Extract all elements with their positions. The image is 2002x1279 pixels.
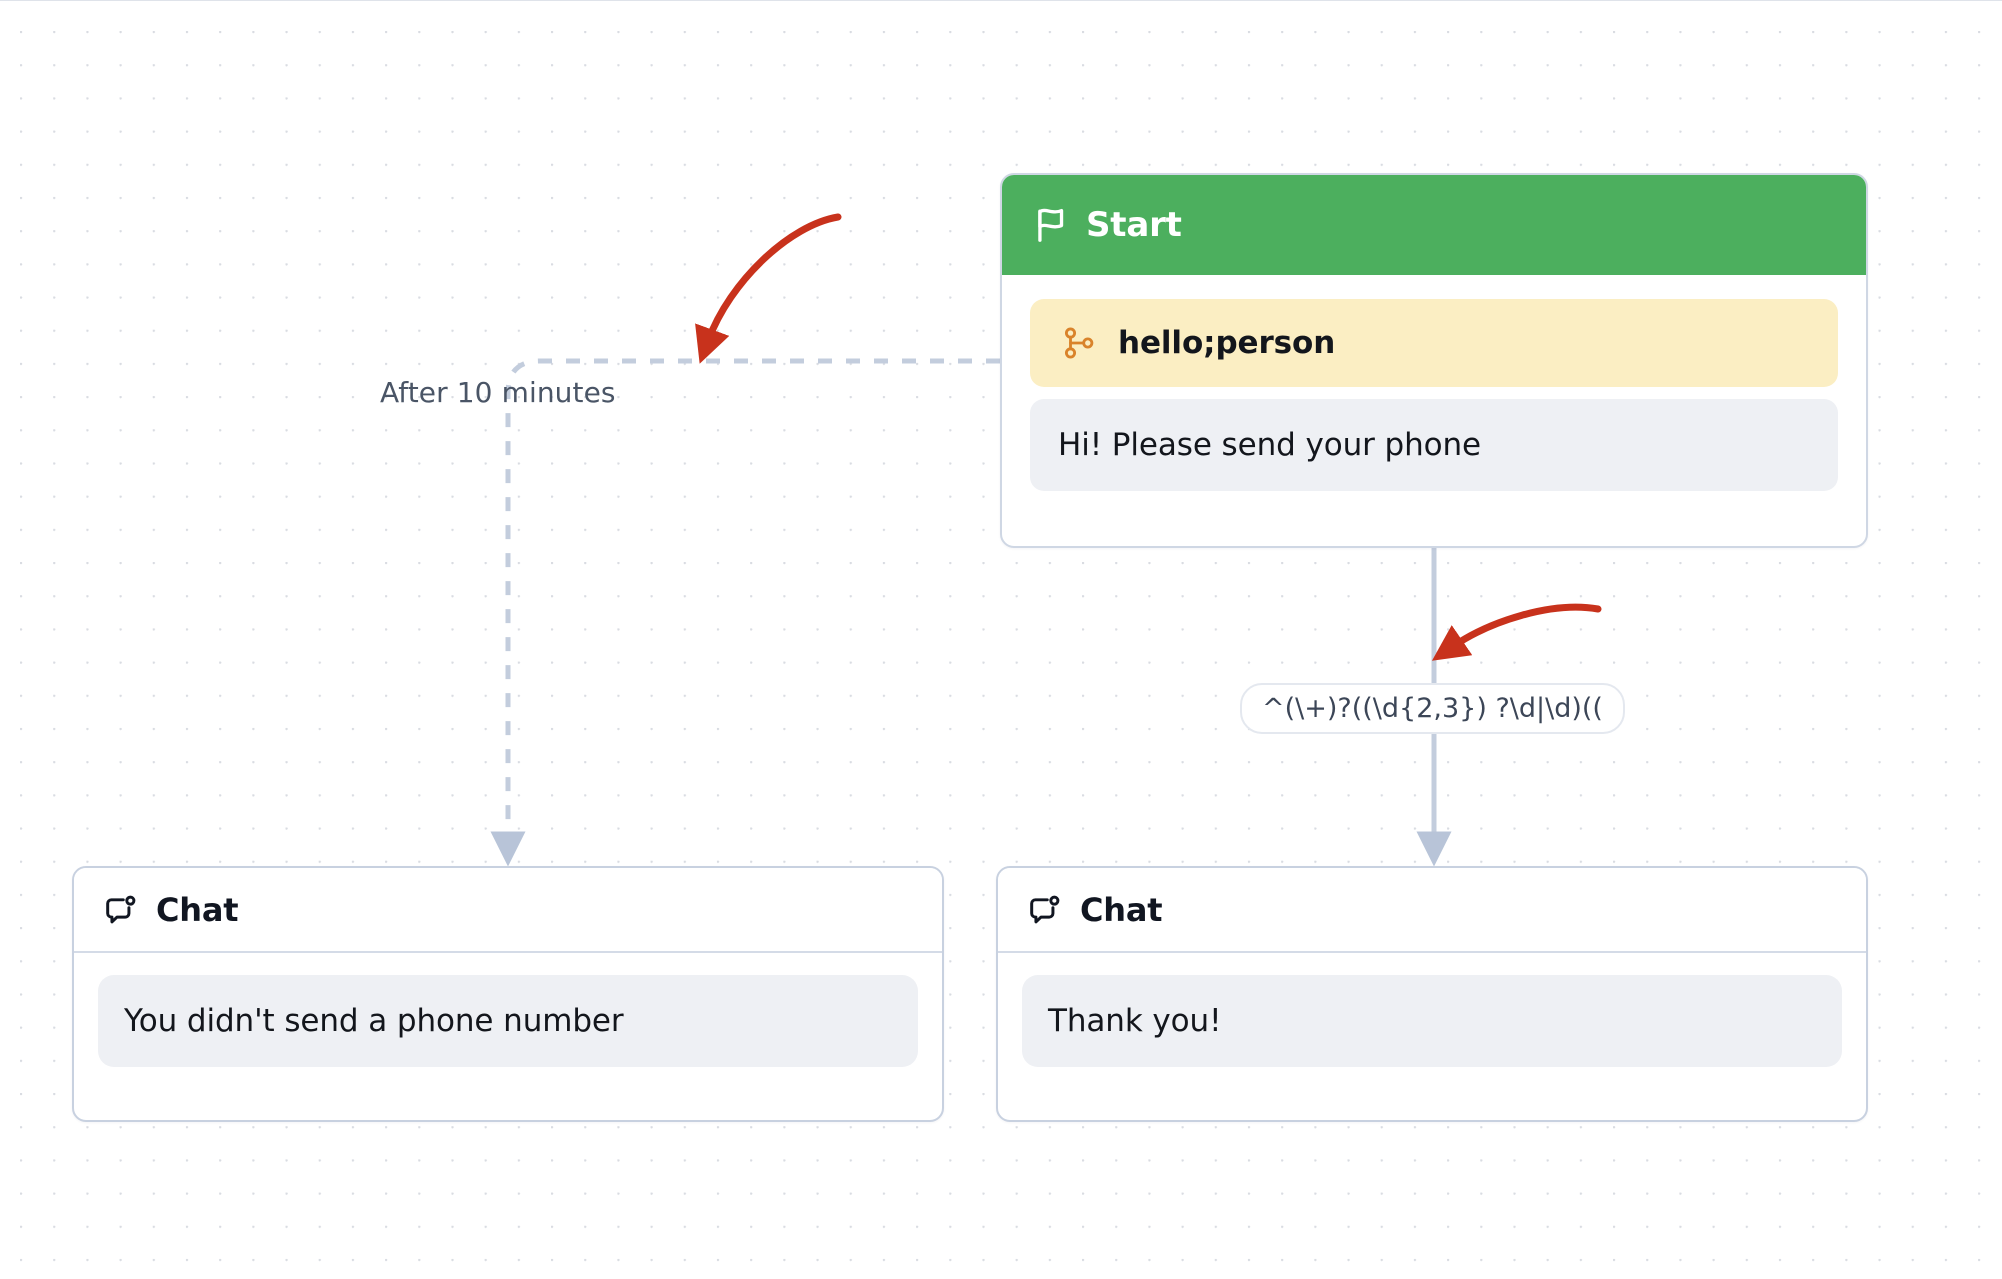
trigger-keyword-pill[interactable]: hello;person xyxy=(1030,299,1838,387)
node-chat-right[interactable]: Chat Thank you! xyxy=(996,866,1868,1122)
chat-bubble-icon xyxy=(1028,893,1062,927)
start-node-title: Start xyxy=(1086,205,1182,245)
trigger-keyword-text: hello;person xyxy=(1118,325,1336,361)
edge-label-regex[interactable]: ^(\+)?((\d{2,3}) ?\d|\d)(( xyxy=(1240,683,1625,735)
chat-left-title: Chat xyxy=(156,890,239,929)
chat-right-message[interactable]: Thank you! xyxy=(1022,975,1842,1067)
start-node-body: hello;person Hi! Please send your phone xyxy=(1002,275,1866,519)
node-start[interactable]: Start hello;person Hi! Please send your … xyxy=(1000,173,1868,548)
start-message-text: Hi! Please send your phone xyxy=(1058,427,1482,463)
chat-right-title: Chat xyxy=(1080,890,1163,929)
branch-icon xyxy=(1062,326,1096,360)
start-node-header[interactable]: Start xyxy=(1002,175,1866,275)
start-message-pill[interactable]: Hi! Please send your phone xyxy=(1030,399,1838,491)
node-chat-left[interactable]: Chat You didn't send a phone number xyxy=(72,866,944,1122)
chat-left-message[interactable]: You didn't send a phone number xyxy=(98,975,918,1067)
chat-right-header[interactable]: Chat xyxy=(998,868,1866,953)
annotation-arrow-1 xyxy=(695,213,842,364)
chat-bubble-icon xyxy=(104,893,138,927)
chat-right-body: Thank you! xyxy=(998,953,1866,1091)
chat-left-body: You didn't send a phone number xyxy=(74,953,942,1091)
flag-icon xyxy=(1034,207,1068,243)
chat-left-header[interactable]: Chat xyxy=(74,868,942,953)
annotation-arrow-2 xyxy=(1431,603,1602,661)
edge-label-after-10-minutes[interactable]: After 10 minutes xyxy=(380,376,616,409)
edge-timeout[interactable] xyxy=(490,358,1000,867)
